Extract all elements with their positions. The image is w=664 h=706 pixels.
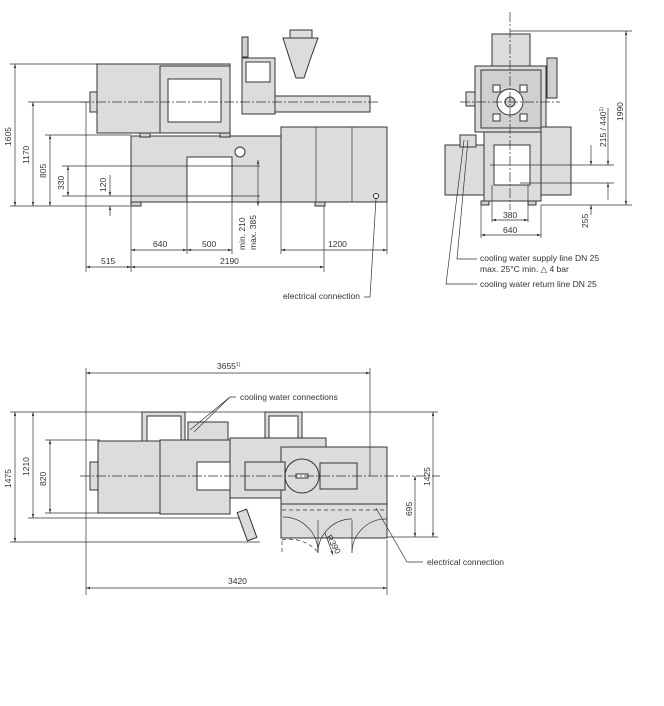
dim-820: 820 <box>38 472 48 486</box>
safety-window <box>167 78 222 123</box>
dim-1170: 1170 <box>21 145 31 164</box>
dim-3420: 3420 <box>228 576 247 586</box>
top-view: R390 36551) 3420 1475 1210 820 1425 695 … <box>3 361 504 595</box>
control-panel-side <box>546 57 558 99</box>
cabinet-side <box>540 126 572 196</box>
supply-spec-label: max. 25°C min. △ 4 bar <box>480 264 569 274</box>
cooling-manifold <box>187 421 229 441</box>
side-view: 1990 215 / 4401) 255 380 640 cooling wat… <box>444 12 632 289</box>
dim-805: 805 <box>38 164 48 178</box>
cooling-unit-side <box>444 144 485 196</box>
dim-1200: 1200 <box>328 239 347 249</box>
supply-line-label: cooling water supply line DN 25 <box>480 253 599 263</box>
dim-min-210: min. 210 <box>237 217 247 250</box>
dim-640-side: 640 <box>503 225 517 235</box>
electrical-connection-port <box>373 193 379 199</box>
control-screen <box>245 61 271 83</box>
hopper-side <box>491 33 531 67</box>
cooling-water-connections-label: cooling water connections <box>240 392 338 402</box>
dim-1475: 1475 <box>3 469 13 488</box>
base-opening <box>186 156 233 203</box>
electrical-connection-label: electrical connection <box>283 291 360 301</box>
dim-max-385: max. 385 <box>248 215 258 250</box>
injection-barrel <box>274 95 371 113</box>
dim-1990: 1990 <box>615 102 625 121</box>
dim-255: 255 <box>580 214 590 228</box>
hopper <box>282 37 319 79</box>
dim-3655: 36551) <box>217 361 241 371</box>
dim-1425: 1425 <box>422 467 432 486</box>
dim-695: 695 <box>404 502 414 516</box>
dim-380: 380 <box>503 210 517 220</box>
dim-120: 120 <box>98 178 108 192</box>
dim-1210: 1210 <box>21 457 31 476</box>
dim-2190: 2190 <box>220 256 239 266</box>
dim-500: 500 <box>202 239 216 249</box>
base-port <box>234 146 246 158</box>
dim-515: 515 <box>101 256 115 266</box>
return-line-label: cooling water return line DN 25 <box>480 279 597 289</box>
dim-640: 640 <box>153 239 167 249</box>
top-electrical-connection-label: electrical connection <box>427 557 504 567</box>
dim-215-440: 215 / 4401) <box>598 107 608 147</box>
front-view: 1605 1170 805 330 120 min. 210 max. 385 … <box>3 29 388 301</box>
dim-1605: 1605 <box>3 127 13 146</box>
electrical-cabinet <box>280 126 388 203</box>
signal-tower <box>241 36 249 58</box>
dim-330: 330 <box>56 176 66 190</box>
